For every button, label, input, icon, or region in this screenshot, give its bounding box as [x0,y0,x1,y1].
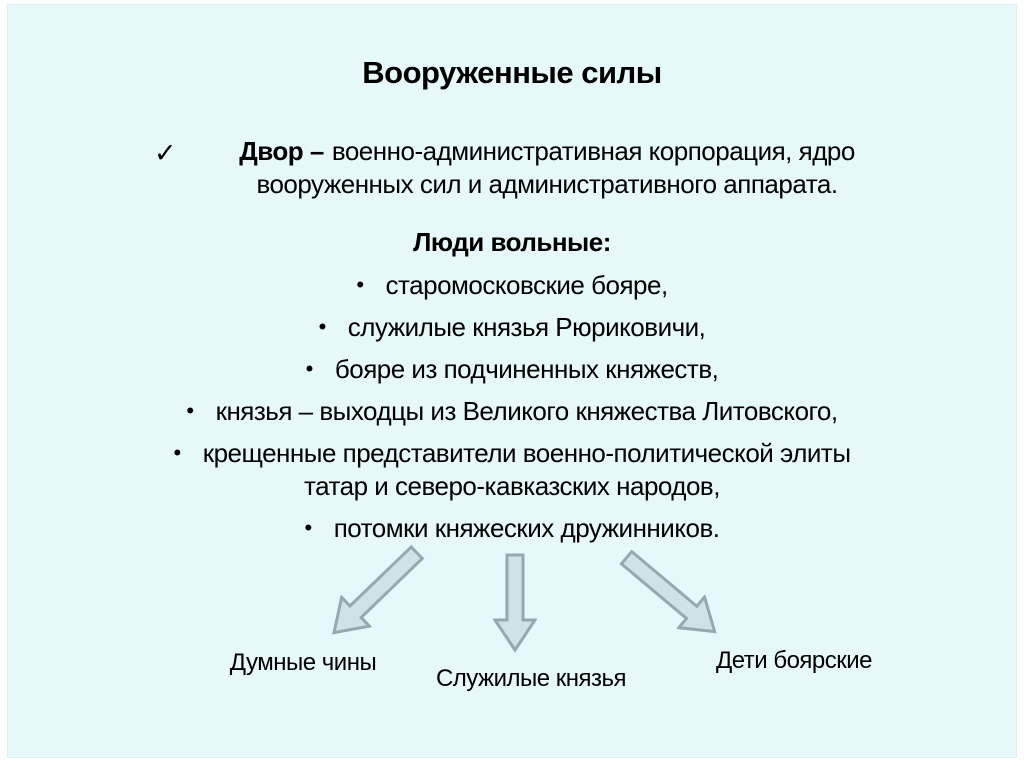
list-item-text: крещенные представители военно-политичес… [202,438,851,502]
bullet-list: • старомосковские бояре, • служилые князья… [8,269,1016,554]
arrow-down-right-icon [611,540,731,651]
list-item-text: старомосковские бояре, [385,270,669,300]
arrow-down-left-icon [317,535,434,650]
list-item: • служилые князья Рюриковичи, [8,311,1016,344]
list-item: • старомосковские бояре, [8,269,1016,302]
slide-title: Вооруженные силы [362,55,662,90]
bullet-icon: • [318,314,327,340]
flow-label-sluzhilye-knyazya: Служилые князья [435,665,627,692]
bullet-icon: • [173,440,181,466]
list-item: • бояре из подчиненных княжеств, [8,353,1016,386]
bullet-icon: • [305,356,314,382]
list-heading: Люди вольные: [413,227,611,257]
list-item-text: потомки княжеских дружинников. [333,513,720,544]
intro-term: Двор – [239,136,324,166]
flow-label-dumnye-chiny: Думные чины [229,649,377,676]
list-item: • потомки княжеских дружинников. [8,512,1016,545]
list-item-text: служилые князья Рюриковичи, [347,312,706,343]
list-item: • князья – выходцы из Великого княжества … [8,395,1016,428]
list-item-text: князья – выходцы из Великого княжества Л… [215,396,839,427]
flow-label-deti-boyarskie: Дети боярские [715,647,873,674]
bullet-icon: • [356,272,364,297]
intro-paragraph: Двор –военно-административная корпорация… [182,135,912,201]
checkmark-icon: ✓ [154,138,177,168]
bullet-icon: • [186,398,194,424]
bullet-icon: • [304,515,313,541]
slide-background: Вооруженные силы ✓ Двор –военно-админист… [7,4,1017,758]
intro-definition: военно-административная корпорация, ядро… [256,136,855,200]
arrow-down-icon [493,553,537,653]
list-item-text: бояре из подчиненных княжеств, [334,354,719,385]
list-item: • крещенные представители военно-политиче… [162,437,862,503]
